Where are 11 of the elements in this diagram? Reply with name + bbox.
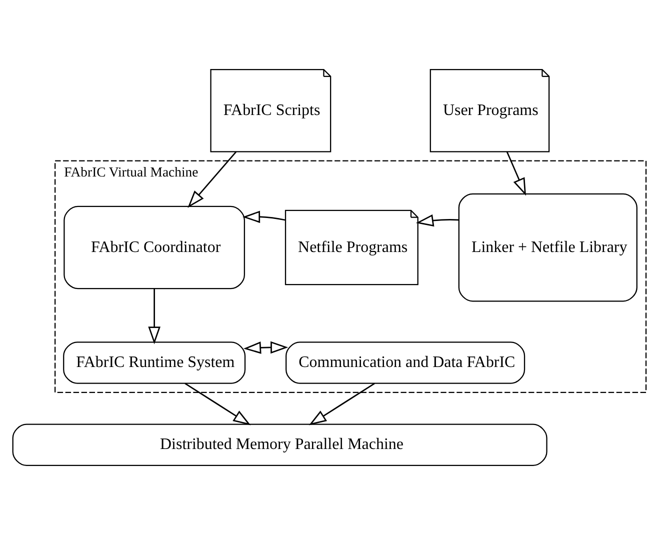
arrow — [188, 150, 237, 208]
node-box: Linker + Netfile Library — [458, 192, 638, 302]
node-box: Communication and Data FAbrIC — [286, 341, 526, 384]
arrow — [506, 151, 526, 196]
arrow — [242, 210, 286, 223]
node-box: FAbrIC Coordinator — [64, 205, 246, 289]
arrow — [148, 288, 160, 344]
arrow — [243, 340, 288, 354]
node-box: Distributed Memory Parallel Machine — [12, 423, 548, 466]
arrow — [416, 214, 459, 226]
node-box: FAbrIC Runtime System — [63, 341, 246, 384]
